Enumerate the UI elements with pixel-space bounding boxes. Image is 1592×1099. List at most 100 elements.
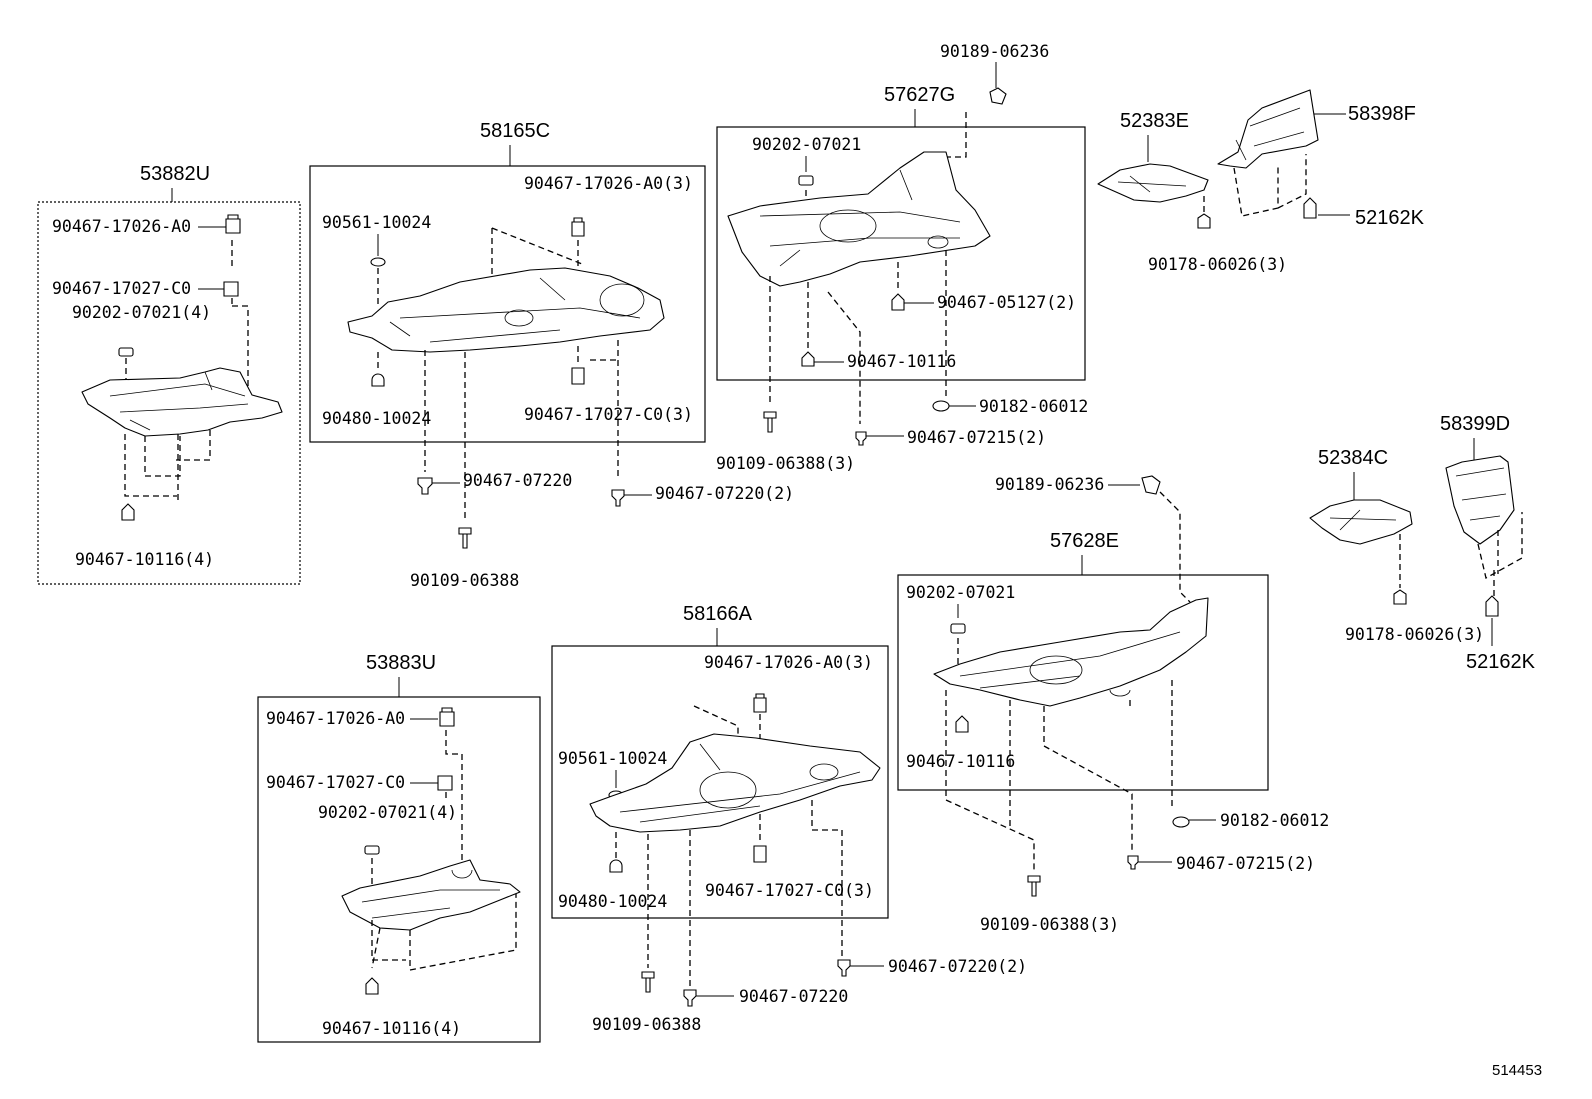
clip-icon <box>855 431 867 446</box>
nut-icon <box>950 623 966 634</box>
clip-icon <box>121 503 135 521</box>
engine-under-cover-58165c <box>347 267 665 353</box>
callout-label: 90189-06236 <box>995 475 1104 494</box>
clip-icon <box>571 217 585 237</box>
callout-label: 90467-17026-A0 <box>52 217 191 236</box>
nut-icon <box>932 400 950 412</box>
callout-label: 90467-17026-A0 <box>266 709 405 728</box>
clip-icon <box>223 281 239 297</box>
bolt-icon <box>763 411 777 433</box>
under-cover-53883u <box>341 859 521 931</box>
nut-icon <box>370 257 386 267</box>
under-cover-57628e <box>933 597 1209 707</box>
assembly-58166a: 58166A 90467-17026-A0(3) 90561-10024 904… <box>551 603 1027 1034</box>
assembly-52384c: 52384C 90178-06026(3) <box>1309 447 1484 644</box>
bolt-icon <box>1027 875 1041 897</box>
clip-icon <box>1127 855 1139 870</box>
clip-icon <box>837 959 851 977</box>
nut-icon <box>798 175 814 186</box>
assembly-57628e: 90189-06236 57628E 90202-07021 90467-101… <box>897 475 1329 934</box>
callout-label: 90202-07021(4) <box>72 303 211 322</box>
shield-58398f <box>1217 89 1319 169</box>
nut-icon <box>371 373 385 387</box>
assembly-box-53882u <box>37 201 301 585</box>
assembly-58399d: 58399D 52162K <box>1440 413 1536 673</box>
callout-label: 90467-17027-C0 <box>52 279 191 298</box>
callout-label: 90467-17026-A0(3) <box>524 174 693 193</box>
callout-label: 90480-10024 <box>558 892 667 911</box>
clip-icon <box>955 715 969 733</box>
assembly-box-53883u <box>257 696 541 1043</box>
nut-icon <box>364 845 380 855</box>
callout-label: 90467-07220 <box>463 471 572 490</box>
assembly-58398f: 58398F 52162K <box>1217 89 1425 229</box>
clip-icon <box>1303 197 1317 219</box>
callout-label: 90561-10024 <box>558 749 667 768</box>
assembly-label-53883u: 53883U <box>366 652 436 674</box>
callout-label: 90109-06388(3) <box>716 454 855 473</box>
callout-label: 90467-10116 <box>906 752 1015 771</box>
assembly-box-58165c <box>309 165 706 443</box>
clip-icon <box>439 707 455 727</box>
assembly-label-57628e: 57628E <box>1050 530 1119 552</box>
clip-icon <box>1485 595 1499 617</box>
callout-label: 90467-07220 <box>739 987 848 1006</box>
callout-label: 90467-07215(2) <box>907 428 1046 447</box>
callout-label: 90561-10024 <box>322 213 431 232</box>
bolt-icon <box>458 527 472 549</box>
under-cover-57627g <box>727 151 991 287</box>
callout-label: 90467-10116(4) <box>75 550 214 569</box>
assembly-box-57628e <box>897 574 1269 791</box>
callout-label: 90189-06236 <box>940 42 1049 61</box>
assembly-label-58165c: 58165C <box>480 120 550 142</box>
callout-label: 90467-17026-A0(3) <box>704 653 873 672</box>
clip-icon <box>801 351 815 367</box>
assembly-57627g: 90189-06236 57627G 90202-07021 90467-051… <box>716 42 1088 473</box>
callout-label: 90467-07220(2) <box>655 484 794 503</box>
clip-icon <box>891 293 905 311</box>
shield-58399d <box>1445 455 1515 545</box>
callout-label: 90467-07215(2) <box>1176 854 1315 873</box>
callout-label: 52162K <box>1466 651 1536 673</box>
callout-label: 90467-17027-C0(3) <box>705 881 874 900</box>
assembly-label-58399d: 58399D <box>1440 413 1510 435</box>
callout-label: 90109-06388(3) <box>980 915 1119 934</box>
assembly-53882u: 53882U 90467-17026-A0 90467-17027-C0 902… <box>37 163 301 585</box>
clip-icon <box>1141 475 1161 495</box>
assembly-label-53882u: 53882U <box>140 163 210 185</box>
assembly-label-58166a: 58166A <box>683 603 753 625</box>
clip-icon <box>989 87 1007 105</box>
assembly-58165c: 58165C 90467-17026-A0(3) 90561-10024 904… <box>309 120 794 590</box>
assembly-52383e: 52383E 90178-06026(3) <box>1097 110 1287 274</box>
callout-label: 90467-17027-C0(3) <box>524 405 693 424</box>
assembly-box-58166a <box>551 645 889 919</box>
callout-label: 90202-07021(4) <box>318 803 457 822</box>
callout-label: 90467-17027-C0 <box>266 773 405 792</box>
under-cover-53882u <box>81 367 283 437</box>
screw-icon <box>1393 589 1407 605</box>
assembly-53883u: 53883U 90467-17026-A0 90467-17027-C0 902… <box>257 652 541 1043</box>
assembly-label-57627g: 57627G <box>884 84 955 106</box>
callout-label: 90467-05127(2) <box>937 293 1076 312</box>
assembly-label-52384c: 52384C <box>1318 447 1388 469</box>
clip-icon <box>417 477 433 495</box>
callout-label: 90467-07220(2) <box>888 957 1027 976</box>
bolt-icon <box>641 971 655 993</box>
callout-label: 90109-06388 <box>410 571 519 590</box>
callout-label: 90202-07021 <box>752 135 861 154</box>
callout-label: 90480-10024 <box>322 409 431 428</box>
clip-icon <box>571 367 585 385</box>
clip-icon <box>365 977 379 995</box>
callout-label: 90178-06026(3) <box>1345 625 1484 644</box>
callout-label: 90182-06012 <box>1220 811 1329 830</box>
clip-icon <box>437 775 453 791</box>
clip-icon <box>683 989 697 1007</box>
cover-52383e <box>1097 163 1209 203</box>
callout-label: 90467-10116(4) <box>322 1019 461 1038</box>
clip-icon <box>753 693 767 713</box>
callout-label: 90202-07021 <box>906 583 1015 602</box>
cover-52384c <box>1309 499 1413 545</box>
clip-icon <box>225 214 241 234</box>
